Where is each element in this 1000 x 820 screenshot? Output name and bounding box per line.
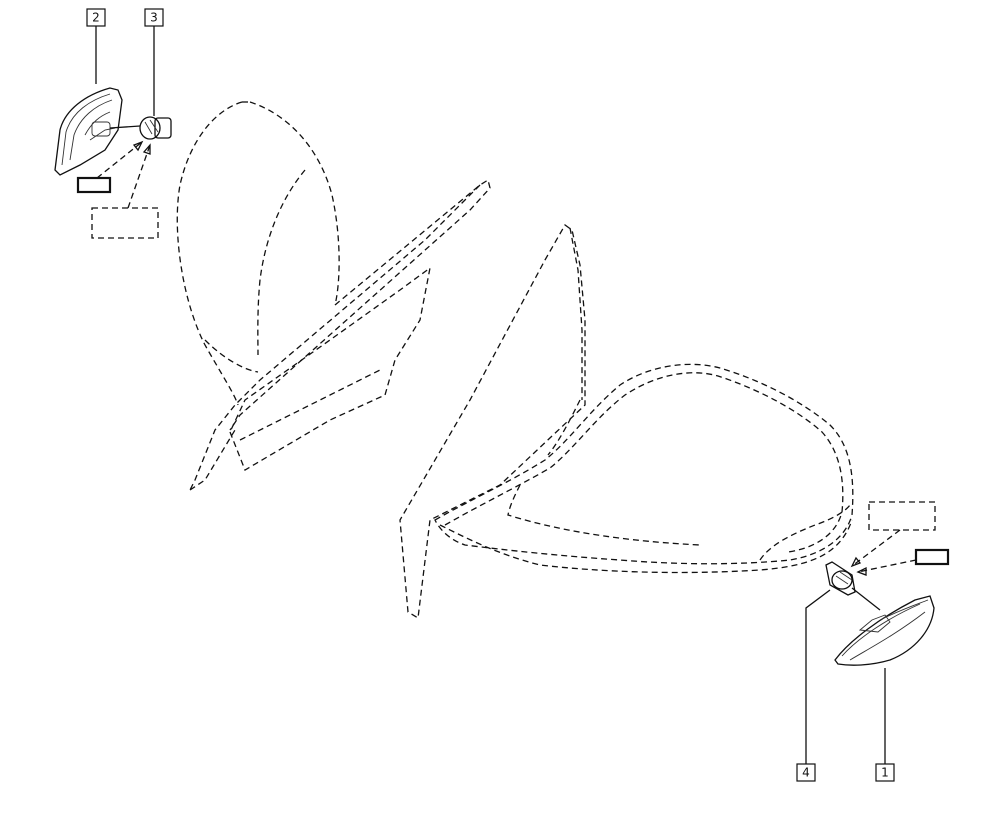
- svg-text:1: 1: [881, 766, 889, 780]
- callout-leaders: [95, 26, 886, 764]
- left-assembly-arrows: [96, 140, 151, 209]
- svg-text:3: 3: [150, 11, 158, 25]
- callout-3: 3: [144, 8, 164, 27]
- right-bulb-spec-box: [868, 501, 936, 531]
- callout-4: 4: [796, 763, 816, 782]
- left-bulb: [109, 116, 172, 140]
- svg-text:4: 4: [802, 766, 810, 780]
- right-mirror-outline: [399, 224, 854, 620]
- right-indicator-lens: [834, 595, 935, 666]
- left-bulb-spec-box: [91, 207, 159, 239]
- right-assembly-arrows: [850, 529, 917, 576]
- right-bulb-spec-tag: [914, 548, 950, 566]
- callout-1: 1: [875, 763, 895, 782]
- left-bulb-spec-tag: [76, 176, 112, 194]
- svg-text:2: 2: [92, 11, 100, 25]
- right-bulb: [825, 561, 881, 611]
- left-indicator-lens: [54, 87, 123, 176]
- callout-2: 2: [86, 8, 106, 27]
- left-mirror-outline: [176, 101, 491, 491]
